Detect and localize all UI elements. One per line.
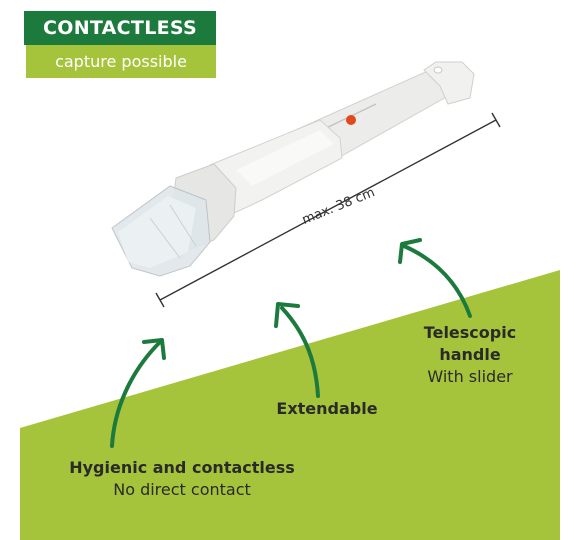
- hygienic-sub: No direct contact: [113, 480, 251, 499]
- arrow-telescopic-icon: [398, 238, 472, 318]
- slider-button: [346, 115, 356, 125]
- arrow-extendable-icon: [274, 302, 320, 398]
- callout-extendable: Extendable: [262, 398, 392, 420]
- telescopic-title: Telescopic: [423, 323, 517, 342]
- hygienic-title: Hygienic and contactless: [69, 458, 295, 477]
- callout-hygienic: Hygienic and contactless No direct conta…: [52, 457, 312, 501]
- green-slope-background: [20, 270, 560, 540]
- extendable-title: Extendable: [276, 399, 378, 418]
- measurement-line: [155, 112, 501, 308]
- telescopic-sub: With slider: [427, 367, 513, 386]
- arrow-hygienic-icon: [110, 338, 166, 448]
- callout-telescopic: Telescopic handle With slider: [405, 322, 535, 388]
- capture-device: [111, 61, 475, 277]
- telescopic-title-2: handle: [439, 345, 501, 364]
- contactless-badge: CONTACTLESS: [24, 11, 216, 45]
- capture-possible-badge: capture possible: [26, 45, 216, 78]
